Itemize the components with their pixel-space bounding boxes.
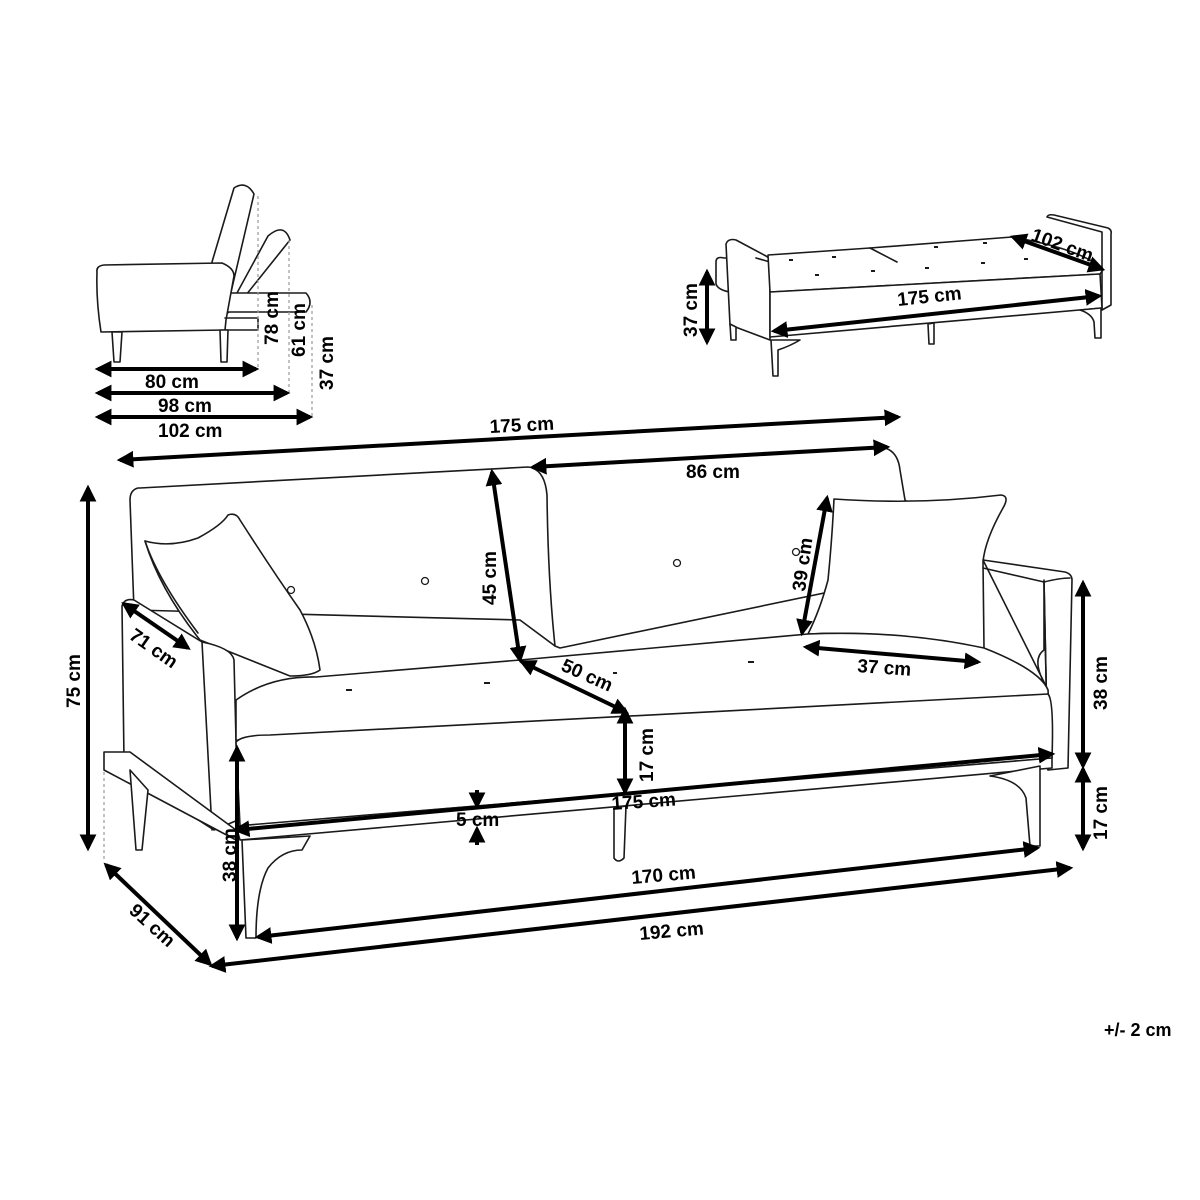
total-width-label: 192 cm [639,918,705,945]
bed-tufts [789,242,1028,276]
tolerance-note: +/- 2 cm [1104,1020,1172,1040]
bed-view-drawing [698,213,1112,377]
tuft-button [420,576,430,586]
tuft-button [286,585,296,595]
pillow-width-label: 37 cm [857,656,912,681]
base-thickness-label: 5 cm [456,810,499,831]
backrest-width-label: 175 cm [489,414,554,438]
armrest-height-label: 38 cm [1091,656,1112,710]
side-depth-reclined-label: 98 cm [158,396,212,417]
back-section-width-label: 86 cm [686,462,740,483]
total-height-label: 75 cm [64,654,85,708]
seat-width-label: 175 cm [611,790,677,815]
side-height-flat-label: 37 cm [317,336,338,390]
backrest-height-label: 45 cm [480,551,501,605]
side-view-drawing [94,184,314,426]
side-height-reclined-label: 61 cm [289,303,310,357]
side-depth-upright-label: 80 cm [145,372,199,393]
seat-cushion-height-label: 17 cm [637,728,658,782]
side-depth-flat-label: 102 cm [158,421,222,442]
width-between-legs-label: 170 cm [631,862,697,889]
tuft-button [672,558,682,568]
bed-height-label: 37 cm [681,283,702,337]
seat-height-label: 38 cm [220,828,241,882]
side-height-upright-label: 78 cm [262,291,283,345]
main-view-drawing [79,409,1092,973]
leg-height-right-label: 17 cm [1091,786,1112,840]
